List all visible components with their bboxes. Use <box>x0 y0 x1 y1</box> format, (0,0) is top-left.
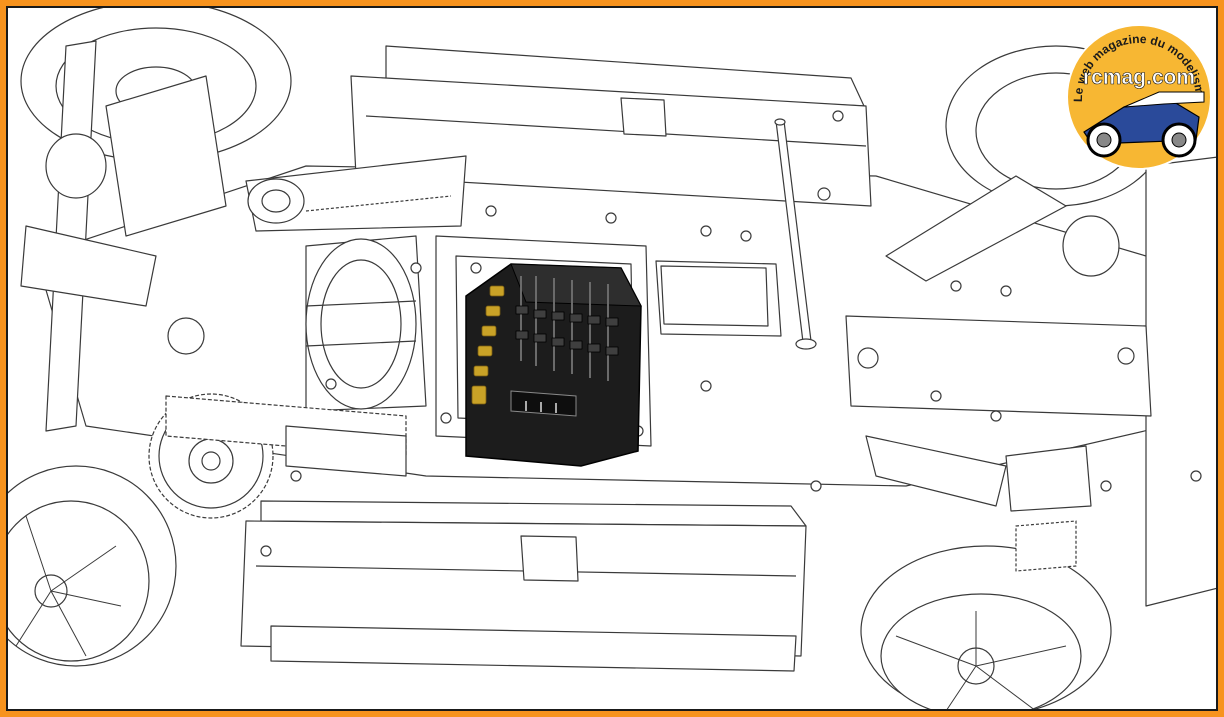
chassis-screws <box>260 225 1202 557</box>
electric-motor <box>305 235 427 412</box>
lower-battery-pack <box>240 500 807 672</box>
drive-gear-stack <box>165 395 407 477</box>
receiver-box <box>655 260 782 337</box>
front-suspension <box>865 156 1218 607</box>
rc-car-chassis-drawing <box>6 6 1218 711</box>
rcmag-logo: Le web magazine du modelisme rcmag.com <box>1066 24 1212 170</box>
belt-drive <box>245 155 467 232</box>
esc-speed-controller <box>465 263 642 467</box>
rear-suspension <box>20 40 227 432</box>
upper-battery-pack <box>350 45 872 207</box>
esc-gold-connectors <box>471 285 505 405</box>
logo-brand: rcmag.com <box>1083 66 1195 89</box>
antenna-post <box>774 118 817 350</box>
front-bulkhead <box>845 315 1152 417</box>
front-bottom-wheel <box>860 545 1112 711</box>
rear-bottom-wheel <box>6 465 177 667</box>
buggy-icon <box>1083 91 1205 158</box>
